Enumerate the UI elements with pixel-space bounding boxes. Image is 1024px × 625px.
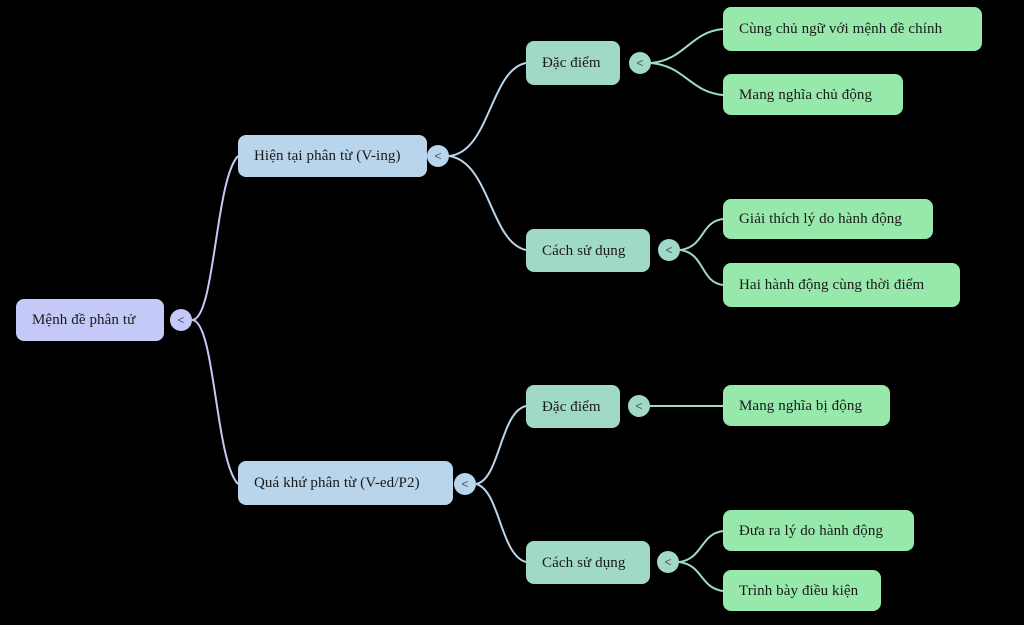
node-leaf-give-reason-label: Đưa ra lý do hành động	[739, 522, 884, 539]
node-leaf-active-meaning-label: Mang nghĩa chủ động	[739, 86, 873, 103]
collapse-toggle-present-participle[interactable]: <	[427, 145, 449, 167]
node-present-participle[interactable]: Hiện tại phân từ (V-ing)	[238, 135, 427, 177]
node-leaf-same-subject-label: Cùng chủ ngữ với mệnh đề chính	[739, 21, 943, 37]
node-leaf-state-condition-label: Trình bày điều kiện	[739, 582, 859, 599]
collapse-toggle-past-participle[interactable]: <	[454, 473, 476, 495]
node-past-participle-label: Quá khứ phân từ (V-ed/P2)	[254, 475, 420, 491]
collapse-toggle-usage-past[interactable]: <	[657, 551, 679, 573]
node-feature-present[interactable]: Đặc điểm	[526, 41, 620, 85]
node-leaf-give-reason[interactable]: Đưa ra lý do hành động	[723, 510, 914, 551]
node-usage-present[interactable]: Cách sử dụng	[526, 229, 650, 272]
chevron-left-icon: <	[664, 555, 672, 569]
node-leaf-explain-reason-label: Giải thích lý do hành động	[739, 211, 902, 227]
edge-present-to-usage	[448, 155, 527, 251]
edge-past-to-feature	[475, 405, 527, 485]
node-root-label: Mệnh đề phân tử	[32, 312, 136, 328]
chevron-left-icon: <	[636, 56, 644, 70]
node-leaf-passive-meaning[interactable]: Mang nghĩa bị động	[723, 385, 890, 426]
collapse-toggle-usage-present[interactable]: <	[658, 239, 680, 261]
edge-usage-top-to-leaf1	[679, 218, 724, 251]
chevron-left-icon: <	[461, 477, 469, 491]
node-leaf-two-actions-same-time-label: Hai hành động cùng thời điểm	[739, 277, 925, 293]
edge-usage-top-to-leaf2	[679, 249, 724, 286]
edge-usage-bottom-to-leaf2	[678, 561, 724, 592]
node-feature-past[interactable]: Đặc điểm	[526, 385, 620, 428]
edge-root-to-present	[191, 155, 239, 321]
node-feature-present-label: Đặc điểm	[542, 55, 601, 71]
node-leaf-same-subject[interactable]: Cùng chủ ngữ với mệnh đề chính	[723, 7, 982, 51]
chevron-left-icon: <	[177, 313, 185, 327]
collapse-toggle-feature-present[interactable]: <	[629, 52, 651, 74]
edge-past-to-usage	[475, 483, 527, 563]
node-usage-present-label: Cách sử dụng	[542, 242, 626, 259]
node-usage-past-label: Cách sử dụng	[542, 554, 626, 571]
chevron-left-icon: <	[434, 149, 442, 163]
edge-usage-bottom-to-leaf1	[678, 530, 724, 563]
edge-root-to-past	[191, 319, 239, 485]
node-past-participle[interactable]: Quá khứ phân từ (V-ed/P2)	[238, 461, 453, 505]
chevron-left-icon: <	[665, 243, 673, 257]
node-root[interactable]: Mệnh đề phân tử	[16, 299, 164, 341]
chevron-left-icon: <	[635, 399, 643, 413]
node-leaf-explain-reason[interactable]: Giải thích lý do hành động	[723, 199, 933, 239]
node-leaf-two-actions-same-time[interactable]: Hai hành động cùng thời điểm	[723, 263, 960, 307]
node-leaf-active-meaning[interactable]: Mang nghĩa chủ động	[723, 74, 903, 115]
node-leaf-passive-meaning-label: Mang nghĩa bị động	[739, 397, 863, 414]
node-leaf-state-condition[interactable]: Trình bày điều kiện	[723, 570, 881, 611]
node-feature-past-label: Đặc điểm	[542, 398, 601, 415]
collapse-toggle-root[interactable]: <	[170, 309, 192, 331]
node-usage-past[interactable]: Cách sử dụng	[526, 541, 650, 584]
edge-present-to-feature	[448, 62, 527, 157]
collapse-toggle-feature-past[interactable]: <	[628, 395, 650, 417]
edge-feature-top-to-leaf1	[650, 28, 724, 64]
edge-feature-top-to-leaf2	[650, 62, 724, 96]
node-present-participle-label: Hiện tại phân từ (V-ing)	[254, 148, 401, 164]
